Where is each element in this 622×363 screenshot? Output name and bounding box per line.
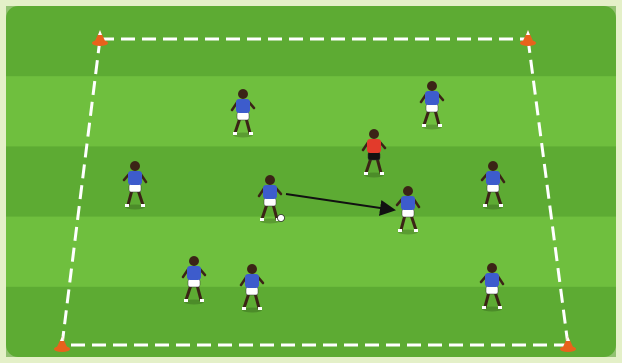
player-shoe [184, 299, 188, 302]
player-shoe [233, 132, 237, 135]
player-shirt [486, 171, 500, 185]
player-shoe [482, 306, 486, 309]
player-shorts [188, 279, 200, 287]
player-shoe [380, 172, 384, 175]
player-head [487, 263, 497, 273]
player-shoe [364, 172, 368, 175]
player-shirt [245, 274, 259, 288]
player-shoe [483, 204, 487, 207]
player-head [189, 256, 199, 266]
player-shoe [422, 124, 426, 127]
player-head [403, 186, 413, 196]
player-shoe [499, 204, 503, 207]
player-shirt [367, 139, 381, 153]
player-shoe [258, 307, 262, 310]
player-shirt [425, 91, 439, 105]
player-shoe [260, 218, 264, 221]
player-head [238, 89, 248, 99]
player-shoe [498, 306, 502, 309]
player-shirt [187, 266, 201, 280]
player-shorts [129, 184, 141, 192]
player-shirt [128, 171, 142, 185]
player-shorts [487, 184, 499, 192]
player-shoe [242, 307, 246, 310]
player-head [427, 81, 437, 91]
player-shoe [200, 299, 204, 302]
player-shorts [237, 112, 249, 120]
player-shorts [402, 209, 414, 217]
player-shorts [486, 286, 498, 294]
player-head [265, 175, 275, 185]
player-shoe [414, 229, 418, 232]
ball [278, 215, 285, 222]
player-shoe [398, 229, 402, 232]
player-shoe [438, 124, 442, 127]
player-head [369, 129, 379, 139]
player-shorts [246, 287, 258, 295]
player-shorts [426, 104, 438, 112]
player-shoe [249, 132, 253, 135]
player-shirt [485, 273, 499, 287]
player-head [488, 161, 498, 171]
player-head [247, 264, 257, 274]
player-shirt [401, 196, 415, 210]
player-shoe [125, 204, 129, 207]
player-head [130, 161, 140, 171]
player-shorts [368, 152, 380, 160]
grass-stripe [6, 146, 616, 216]
player-shirt [236, 99, 250, 113]
player-shoe [141, 204, 145, 207]
player-shorts [264, 198, 276, 206]
player-shirt [263, 185, 277, 199]
